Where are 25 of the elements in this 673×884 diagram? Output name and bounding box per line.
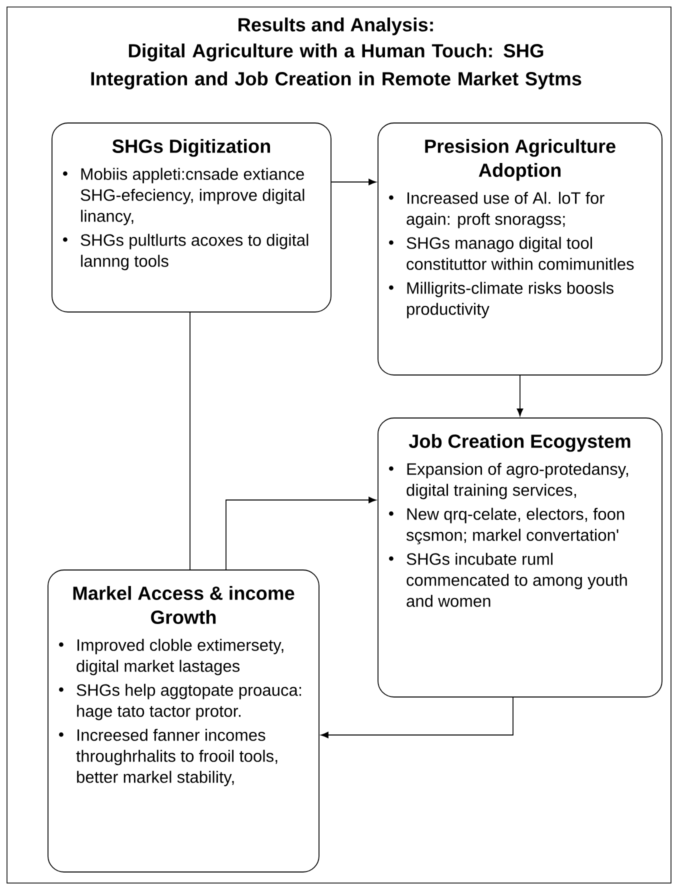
box-heading: SHGs Digitization	[112, 139, 270, 157]
connector-arrow	[516, 375, 524, 416]
bullet-item: Increesed fanner incomes throughrhalits to frooil tools, better markel stability,	[59, 728, 278, 786]
title: Results and Analysis:	[238, 18, 433, 36]
bullet-item: Expansion of agro-protedansy, digital training services,	[389, 462, 628, 500]
bullet-item: Improved cloble extimersety, digital market lastages	[59, 638, 284, 676]
box-heading: Job Creation Ecogystem	[408, 434, 630, 452]
process-box	[52, 122, 332, 312]
subtitle: Digital Agriculture with a Human Touch: SHG Integration and Job Creation in Remote Market Sytms	[91, 44, 582, 90]
connector-arrow	[320, 697, 514, 738]
bullet-item: SHGs pultlurts acoxes to digital lannng tools	[63, 234, 308, 270]
bullet-item: SHGs incubate ruml commencated to among youth and women	[389, 552, 627, 607]
box-heading: Markel Access & income Growth	[73, 586, 294, 624]
bullet-item: New qrq-celate, electors, foon sçsmon; markel convertation'	[389, 508, 624, 544]
bullet-item: Mobiis appleti:cnsade extiance SHG-efeciency, improve digital linancy,	[63, 168, 304, 226]
process-box	[378, 418, 662, 698]
bullet-item: Increased use of Al. loT for again: proft snoragss;	[389, 192, 604, 228]
process-box	[48, 570, 320, 872]
connector-arrow	[331, 178, 376, 186]
process-box	[378, 122, 662, 376]
bullet-item: Milligrits-climate risks boosls productivity	[389, 282, 614, 318]
connector-arrow	[226, 496, 376, 570]
bullet-item: SHGs manago digital tool constituttor within comimunitles	[389, 236, 634, 270]
box-heading: Presision Agriculture Adoption	[425, 139, 616, 181]
bullet-item: SHGs help aggtopate proauca: hage tato tactor protor.	[59, 684, 302, 720]
